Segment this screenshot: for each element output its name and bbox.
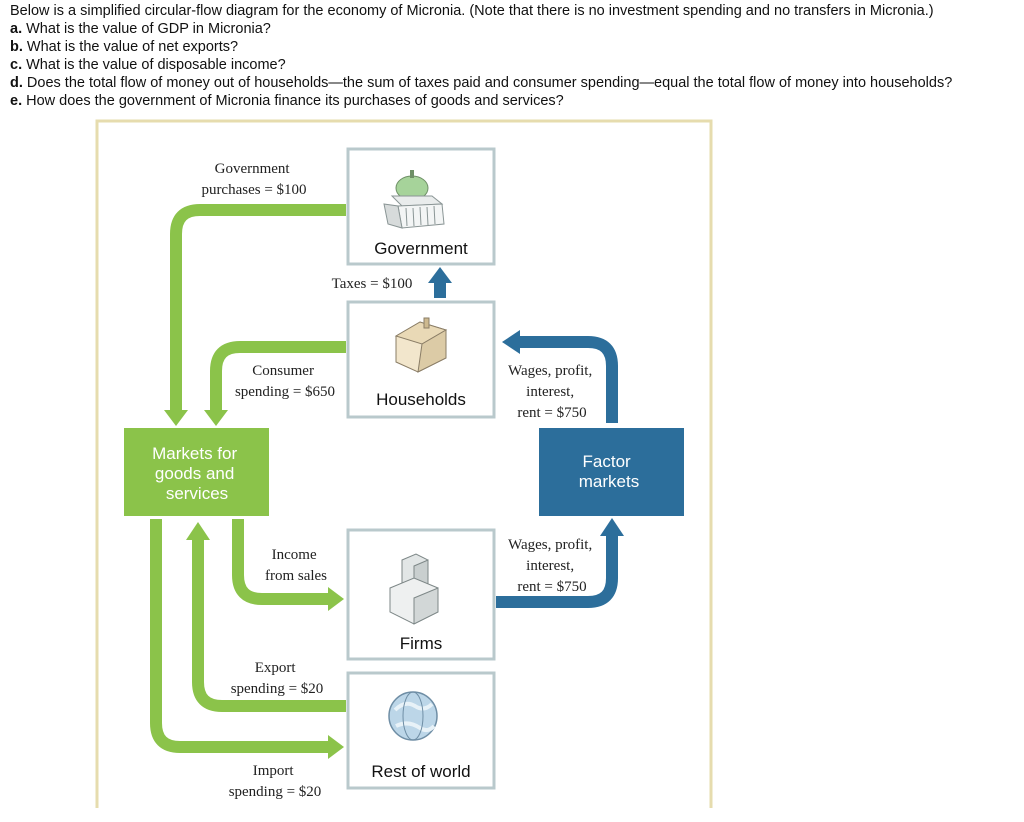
import-spending-label: Import spending = $20 bbox=[229, 763, 322, 800]
consumer-spending-label: Consumer spending = $650 bbox=[235, 363, 335, 400]
question-a: a. What is the value of GDP in Micronia? bbox=[10, 21, 271, 37]
question-intro: Below is a simplified circular-flow diag… bbox=[10, 3, 934, 19]
consumer-spending-arrow bbox=[210, 341, 346, 410]
households-label: Households bbox=[376, 390, 466, 409]
question-c: c. What is the value of disposable incom… bbox=[10, 57, 286, 73]
wages-to-households-arrow bbox=[520, 336, 618, 423]
green-arrowheads bbox=[164, 410, 344, 759]
flow-labels: Government purchases = $100 Taxes = $100… bbox=[201, 161, 596, 800]
markets-goods-label-2: goods and bbox=[155, 464, 234, 483]
factory-building-icon bbox=[389, 553, 439, 625]
export-spending-arrow bbox=[192, 540, 346, 712]
house-icon bbox=[394, 317, 448, 373]
wages-from-firms-arrow bbox=[496, 536, 618, 608]
households-box: Households bbox=[346, 300, 496, 419]
svg-text:Factor markets: Factor markets bbox=[579, 452, 639, 491]
government-box: Government bbox=[346, 147, 496, 266]
wages-households-label: Wages, profit, interest, rent = $750 bbox=[508, 363, 596, 421]
factor-markets-label-2: markets bbox=[579, 472, 639, 491]
green-flows bbox=[150, 204, 346, 753]
import-spending-arrow bbox=[150, 519, 328, 753]
taxes-label: Taxes = $100 bbox=[332, 276, 413, 292]
markets-goods-box: Markets for goods and services bbox=[124, 428, 269, 516]
question-b: b. What is the value of net exports? bbox=[10, 39, 239, 55]
globe-icon bbox=[388, 691, 438, 741]
svg-text:Markets for goods and: Markets for goods and services bbox=[152, 444, 242, 503]
question-e: e. How does the government of Micronia f… bbox=[10, 93, 564, 109]
rest-of-world-box: Rest of world bbox=[346, 671, 496, 790]
export-spending-label: Export spending = $20 bbox=[231, 660, 324, 697]
diagram-frame bbox=[95, 119, 713, 808]
income-from-sales-label: Income from sales bbox=[265, 547, 327, 584]
income-from-sales-arrow bbox=[232, 519, 328, 605]
gov-purchases-label: Government purchases = $100 bbox=[201, 161, 306, 198]
factor-markets-label-1: Factor bbox=[583, 452, 632, 471]
government-building-icon bbox=[383, 170, 445, 229]
factor-markets-box: Factor markets bbox=[539, 428, 684, 516]
question-d: d. Does the total flow of money out of h… bbox=[10, 75, 953, 91]
gov-purchases-arrow bbox=[170, 204, 346, 410]
blue-flows bbox=[434, 282, 618, 608]
blue-arrowheads bbox=[428, 267, 624, 536]
firms-label: Firms bbox=[400, 634, 442, 653]
markets-goods-label-3: services bbox=[166, 484, 228, 503]
government-label: Government bbox=[374, 239, 468, 258]
rest-of-world-label: Rest of world bbox=[371, 762, 470, 781]
markets-goods-label-1: Markets for bbox=[152, 444, 237, 463]
wages-firms-label: Wages, profit, interest, rent = $750 bbox=[508, 537, 596, 595]
question-text: Below is a simplified circular-flow diag… bbox=[10, 2, 952, 110]
firms-box: Firms bbox=[346, 528, 496, 661]
